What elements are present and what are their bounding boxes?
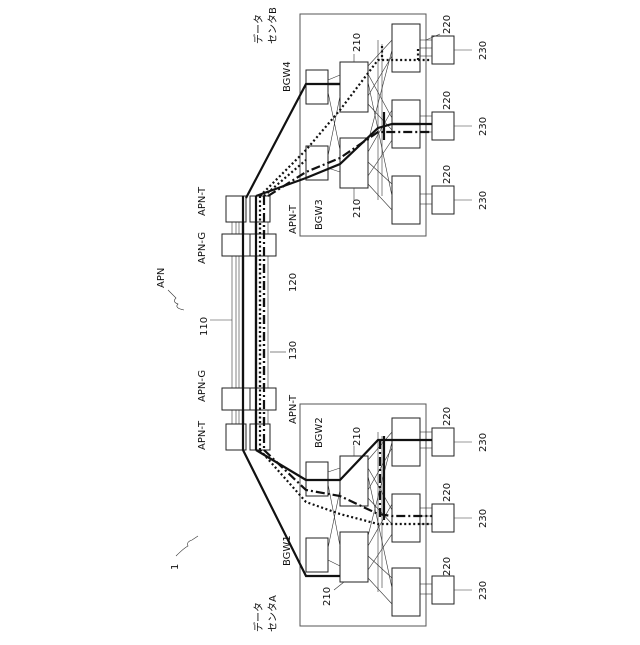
apn-g-node-b-left bbox=[222, 234, 252, 256]
storage-230-b-2 bbox=[432, 112, 454, 140]
label-bgw1: BGW1 bbox=[282, 535, 293, 566]
label-230-b-1: 230 bbox=[478, 41, 489, 60]
label-apn-t-top-right: APN-T bbox=[288, 204, 299, 234]
label-bgw2: BGW2 bbox=[314, 417, 325, 448]
label-apn-t-top: APN-T bbox=[197, 186, 208, 216]
label-220-b-3: 220 bbox=[442, 165, 453, 184]
label-bgw4: BGW4 bbox=[282, 61, 293, 92]
storage-230-b-3 bbox=[432, 186, 454, 214]
apn-pointer bbox=[168, 290, 184, 310]
storage-230-a-2 bbox=[432, 504, 454, 532]
label-230-a-1: 230 bbox=[478, 433, 489, 452]
storage-230-b-1 bbox=[432, 36, 454, 64]
apn-g-node-a-left bbox=[222, 388, 252, 410]
label-dc-b-line1: データ bbox=[252, 14, 265, 44]
label-ref-110: 110 bbox=[199, 317, 210, 336]
label-220-a-1: 220 bbox=[442, 407, 453, 426]
switch-210-b-bottom bbox=[340, 138, 368, 188]
label-ref-130: 130 bbox=[288, 341, 299, 360]
label-220-b-1: 220 bbox=[442, 15, 453, 34]
server-220-b-1 bbox=[392, 24, 420, 72]
storage-230-a-3 bbox=[432, 576, 454, 604]
switch-210-a-bottom bbox=[340, 532, 368, 582]
bgw3-box bbox=[306, 146, 328, 180]
label-220-a-2: 220 bbox=[442, 483, 453, 502]
label-210-a-top: 210 bbox=[352, 427, 363, 446]
system-pointer bbox=[176, 536, 198, 556]
label-bgw3: BGW3 bbox=[314, 199, 325, 230]
label-230-a-2: 230 bbox=[478, 509, 489, 528]
server-220-b-3 bbox=[392, 176, 420, 224]
label-dc-a-line1: データ bbox=[252, 602, 265, 632]
label-210-b-top: 210 bbox=[352, 33, 363, 52]
label-apn-g-bottom: APN-G bbox=[197, 370, 208, 402]
label-230-b-3: 230 bbox=[478, 191, 489, 210]
bgw4-box bbox=[306, 70, 328, 104]
label-220-b-2: 220 bbox=[442, 91, 453, 110]
label-apn: APN bbox=[156, 268, 167, 288]
label-dc-a-line2: センタA bbox=[267, 595, 279, 632]
label-apn-t-bottom-right: APN-T bbox=[288, 394, 299, 424]
apn-t-node-b-right bbox=[250, 196, 270, 222]
label-230-a-3: 230 bbox=[478, 581, 489, 600]
label-dc-b-line2: センタB bbox=[267, 7, 279, 44]
storage-230-a-1 bbox=[432, 428, 454, 456]
label-210-b-bottom: 210 bbox=[352, 199, 363, 218]
apn-t-node-a-right bbox=[250, 424, 270, 450]
label-apn-t-bottom: APN-T bbox=[197, 420, 208, 450]
server-220-a-3 bbox=[392, 568, 420, 616]
label-ref-120: 120 bbox=[288, 273, 299, 292]
label-220-a-3: 220 bbox=[442, 557, 453, 576]
server-220-a-2 bbox=[392, 494, 420, 542]
switch-210-b-top bbox=[340, 62, 368, 112]
bgw1-box bbox=[306, 538, 328, 572]
label-210-a-bottom: 210 bbox=[322, 587, 333, 606]
label-apn-g-top: APN-G bbox=[197, 232, 208, 264]
label-230-b-2: 230 bbox=[478, 117, 489, 136]
server-220-a-1 bbox=[392, 418, 420, 466]
label-system: 1 bbox=[170, 564, 181, 570]
